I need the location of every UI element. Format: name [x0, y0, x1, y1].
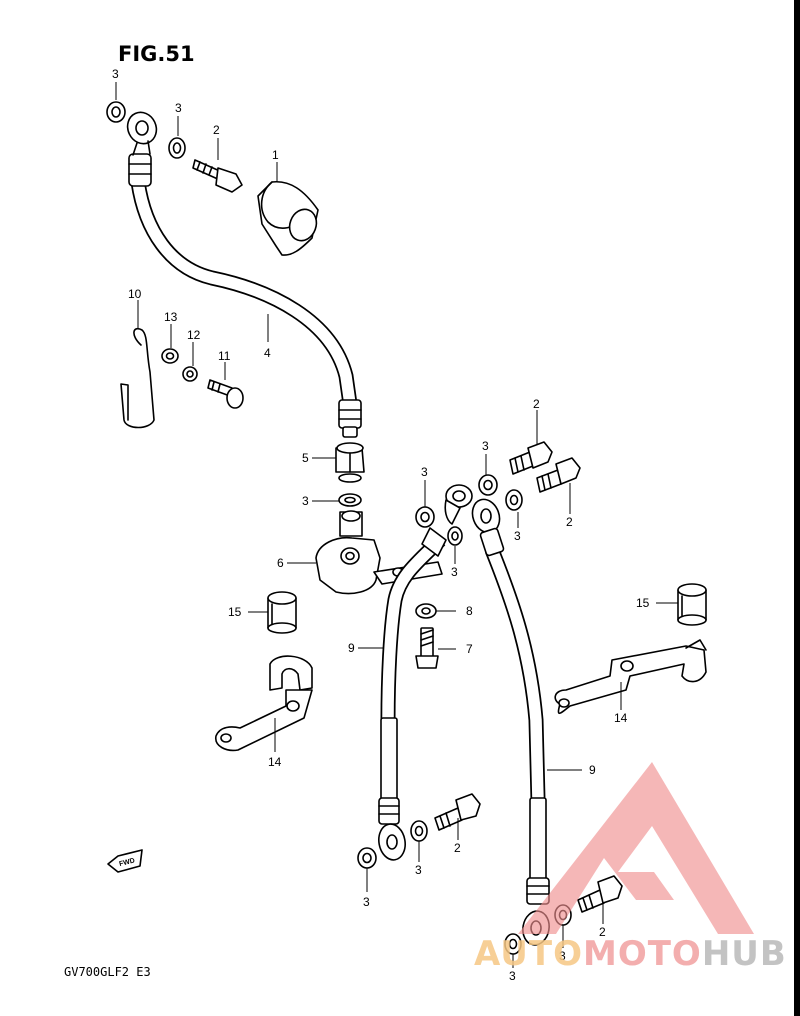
bolt-icon [207, 379, 244, 409]
brake-hose-left [378, 527, 447, 861]
callout-2: 2 [533, 397, 540, 411]
grommet-right [677, 583, 707, 626]
callout-3: 3 [415, 863, 422, 877]
washer-icon [106, 101, 126, 123]
union-bolt-icon [577, 875, 623, 913]
grommet-left [267, 591, 297, 634]
washer-icon [505, 489, 523, 511]
callout-3: 3 [559, 949, 566, 963]
callout-14: 14 [268, 755, 282, 769]
callout-8: 8 [466, 604, 473, 618]
fwd-arrow-icon: FWD [107, 849, 143, 873]
callout-15: 15 [636, 596, 650, 610]
watermark-text-moto: MOTO [583, 934, 702, 974]
washer-icon [357, 847, 377, 869]
hose-clip-spring [120, 327, 155, 429]
callout-6: 6 [277, 556, 284, 570]
brake-hose-upper [128, 153, 362, 438]
hose-bracket-right [554, 639, 707, 715]
callout-2: 2 [454, 841, 461, 855]
callout-labels: 3 3 2 1 4 10 13 12 11 5 3 6 15 9 8 7 3 3… [112, 67, 650, 983]
callout-2: 2 [566, 515, 573, 529]
callout-9: 9 [348, 641, 355, 655]
nut-icon [415, 603, 437, 619]
washer-icon [161, 348, 179, 364]
washer-icon [447, 526, 463, 546]
hose-nut [335, 442, 365, 483]
callout-10: 10 [128, 287, 142, 301]
union-bolt-icon [536, 457, 581, 493]
callout-11: 11 [218, 349, 231, 363]
callout-7: 7 [466, 642, 473, 656]
washer-icon [338, 493, 362, 507]
callout-4: 4 [264, 346, 271, 360]
bolt-icon [415, 627, 439, 669]
leader-lines [115, 82, 678, 968]
washer-icon [504, 933, 522, 955]
brake-hose-right [471, 498, 550, 946]
fwd-label: FWD [119, 857, 136, 868]
svg-text:AUTOMOTOHUB: AUTOMOTOHUB [474, 934, 787, 974]
callout-3: 3 [112, 67, 119, 81]
watermark-text-auto: AUTO [474, 934, 583, 974]
callout-3: 3 [175, 101, 182, 115]
callout-5: 5 [302, 451, 309, 465]
callout-13: 13 [164, 310, 178, 324]
washer-icon [478, 474, 498, 496]
callout-12: 12 [187, 328, 201, 342]
figure-title: FIG.51 [118, 42, 195, 66]
callout-9: 9 [589, 763, 596, 777]
banjo-fitting-top [126, 111, 158, 156]
callout-3: 3 [514, 529, 521, 543]
rubber-cap [257, 181, 319, 256]
washer-icon [415, 506, 435, 528]
union-bolt-icon [509, 441, 553, 475]
callout-15: 15 [228, 605, 242, 619]
right-border-bar [794, 0, 800, 1016]
watermark-logo-icon [518, 762, 754, 934]
callout-14: 14 [614, 711, 628, 725]
callout-3: 3 [363, 895, 370, 909]
callout-3: 3 [509, 969, 516, 983]
union-bolt-top [192, 159, 243, 193]
hose-bracket-left [215, 655, 313, 752]
callout-1: 1 [272, 148, 279, 162]
banjo-fitting-mid [444, 484, 473, 525]
callout-3: 3 [451, 565, 458, 579]
automotohub-watermark: AUTOMOTOHUB [474, 762, 787, 974]
washer-icon [410, 820, 428, 842]
watermark-text-hub: HUB [702, 934, 787, 974]
model-code: GV700GLF2 E3 [64, 965, 151, 979]
callout-3: 3 [302, 494, 309, 508]
callout-2: 2 [599, 925, 606, 939]
washer-icon [168, 137, 186, 159]
callout-3: 3 [482, 439, 489, 453]
lock-washer-icon [182, 366, 198, 382]
callout-3: 3 [421, 465, 428, 479]
union-bolt-icon [434, 793, 481, 831]
callout-2: 2 [213, 123, 220, 137]
